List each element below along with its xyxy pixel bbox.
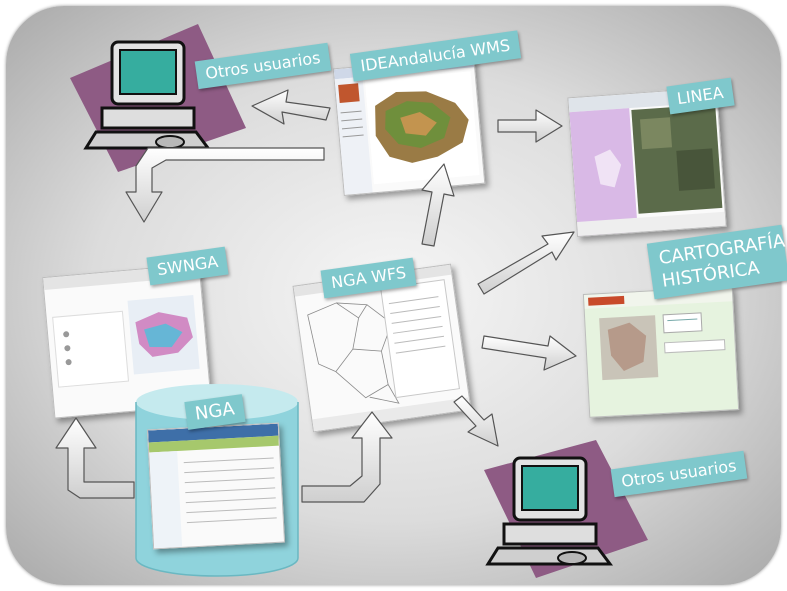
arrow-wfs-to-cartografia bbox=[481, 335, 577, 371]
linea-screenshot bbox=[567, 86, 727, 238]
arrow-wfs-to-otros-bottom bbox=[453, 395, 499, 447]
arrow-wfs-to-ide bbox=[421, 163, 455, 247]
ide-andalucia-screenshot bbox=[332, 56, 486, 196]
arrow-nga-to-wfs bbox=[301, 411, 393, 503]
arrow-ide-to-linea bbox=[497, 109, 563, 143]
arrow-ide-to-swnga bbox=[125, 147, 325, 223]
arrow-wfs-to-linea bbox=[477, 231, 575, 295]
arrow-nga-to-swnga bbox=[55, 417, 135, 499]
arrow-ide-to-otros-top bbox=[251, 89, 331, 125]
nga-screenshot bbox=[146, 422, 286, 550]
